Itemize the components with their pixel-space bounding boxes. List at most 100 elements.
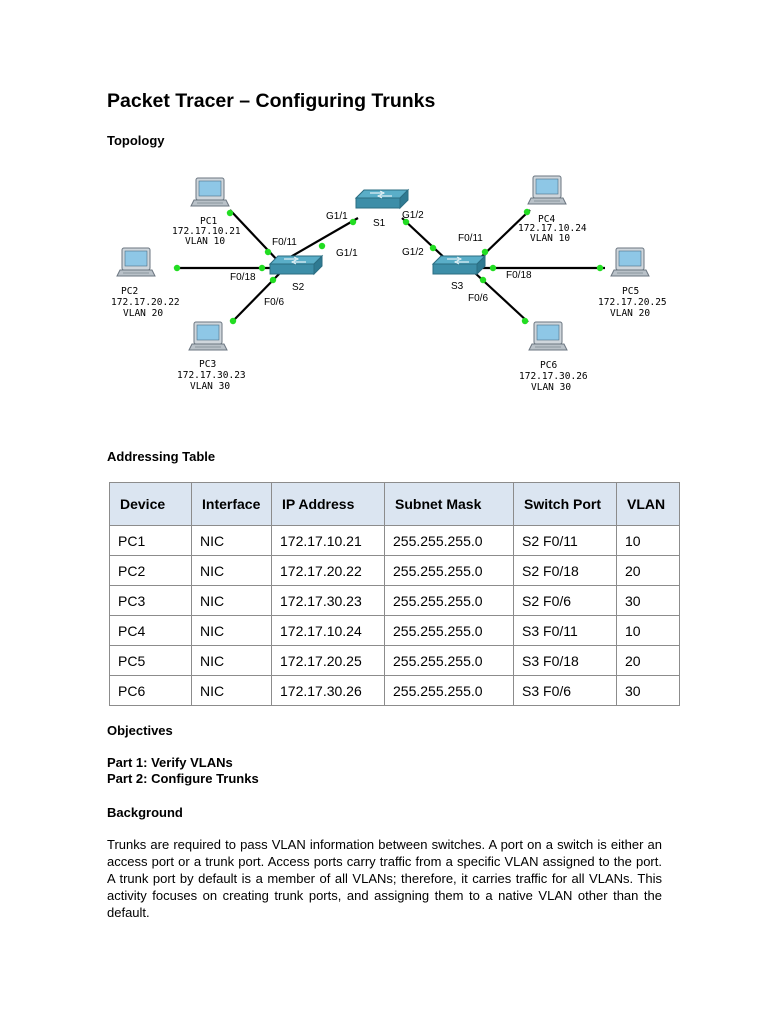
cell-subnet-mask: 255.255.255.0 <box>384 645 514 676</box>
port-label-s3-f06: F0/6 <box>468 293 488 304</box>
port-indicators <box>173 208 604 325</box>
column-header-switch-port: Switch Port <box>513 482 617 526</box>
cell-switch-port: S3 F0/6 <box>513 675 617 706</box>
document-title: Packet Tracer – Configuring Trunks <box>107 90 436 112</box>
objective-part-2: Part 2: Configure Trunks <box>107 771 259 786</box>
topology-heading: Topology <box>107 133 165 148</box>
column-header-interface: Interface <box>191 482 272 526</box>
link-pc1-s2 <box>229 209 281 264</box>
cell-interface: NIC <box>191 615 272 646</box>
cell-switch-port: S2 F0/6 <box>513 585 617 616</box>
cell-vlan: 30 <box>616 585 680 616</box>
table-row: PC3 NIC 172.17.30.23 255.255.255.0 S2 F0… <box>109 585 680 616</box>
cell-device: PC1 <box>109 525 192 556</box>
port-label-s2-f011: F0/11 <box>272 237 297 248</box>
pc6-vlan: VLAN 30 <box>531 382 571 393</box>
cell-vlan: 10 <box>616 615 680 646</box>
objective-part-1: Part 1: Verify VLANs <box>107 755 233 770</box>
port-label-s1-g11: G1/1 <box>326 211 348 222</box>
switch-s2-icon <box>269 255 323 275</box>
port-label-s3-f011: F0/11 <box>458 233 483 244</box>
cell-interface: NIC <box>191 525 272 556</box>
port-label-s2-g11: G1/1 <box>336 248 358 259</box>
link-pc4-s3 <box>474 209 531 264</box>
port-label-s1-g12: G1/2 <box>402 210 424 221</box>
column-header-subnet-mask: Subnet Mask <box>384 482 514 526</box>
table-row: PC6 NIC 172.17.30.26 255.255.255.0 S3 F0… <box>109 675 680 706</box>
pc2-ip: 172.17.20.22 <box>111 297 180 308</box>
table-header-row: Device Interface IP Address Subnet Mask … <box>109 482 680 526</box>
cell-ip-address: 172.17.30.23 <box>271 585 385 616</box>
background-paragraph: Trunks are required to pass VLAN informa… <box>107 837 662 920</box>
switch-s1-icon <box>355 189 409 209</box>
table-row: PC2 NIC 172.17.20.22 255.255.255.0 S2 F0… <box>109 555 680 586</box>
pc6-icon <box>528 321 568 351</box>
cell-subnet-mask: 255.255.255.0 <box>384 675 514 706</box>
topology-svg: S1 S2 S3 PC1 172.17.10.21 VLAN 10 PC2 17… <box>111 175 667 393</box>
port-label-s2-f06: F0/6 <box>264 297 284 308</box>
cell-ip-address: 172.17.20.25 <box>271 645 385 676</box>
pc4-vlan: VLAN 10 <box>530 233 570 244</box>
cell-switch-port: S2 F0/11 <box>513 525 617 556</box>
cell-ip-address: 172.17.20.22 <box>271 555 385 586</box>
pc4-name: PC4 <box>538 214 555 225</box>
pc4-ip: 172.17.10.24 <box>518 223 587 234</box>
pc2-icon <box>116 247 156 277</box>
pc6-ip: 172.17.30.26 <box>519 371 588 382</box>
pc1-vlan: VLAN 10 <box>185 236 225 247</box>
table-row: PC5 NIC 172.17.20.25 255.255.255.0 S3 F0… <box>109 645 680 676</box>
cell-ip-address: 172.17.10.24 <box>271 615 385 646</box>
pc5-name: PC5 <box>622 286 639 297</box>
cell-subnet-mask: 255.255.255.0 <box>384 615 514 646</box>
cell-subnet-mask: 255.255.255.0 <box>384 525 514 556</box>
cell-device: PC3 <box>109 585 192 616</box>
pc3-name: PC3 <box>199 359 216 370</box>
cell-interface: NIC <box>191 585 272 616</box>
background-heading: Background <box>107 805 183 820</box>
cell-device: PC2 <box>109 555 192 586</box>
column-header-vlan: VLAN <box>616 482 680 526</box>
port-label-s3-g12: G1/2 <box>402 247 424 258</box>
port-label-s3-f018: F0/18 <box>506 270 532 281</box>
cell-device: PC4 <box>109 615 192 646</box>
pc2-name: PC2 <box>121 286 138 297</box>
cell-device: PC5 <box>109 645 192 676</box>
port-label-s2-f018: F0/18 <box>230 272 256 283</box>
cell-interface: NIC <box>191 675 272 706</box>
pc4-icon <box>527 175 567 205</box>
pc1-name: PC1 <box>200 216 217 227</box>
cell-vlan: 10 <box>616 525 680 556</box>
pc5-vlan: VLAN 20 <box>610 308 650 319</box>
cell-subnet-mask: 255.255.255.0 <box>384 555 514 586</box>
cell-subnet-mask: 255.255.255.0 <box>384 585 514 616</box>
cell-switch-port: S3 F0/11 <box>513 615 617 646</box>
column-header-device: Device <box>109 482 192 526</box>
pc3-vlan: VLAN 30 <box>190 381 230 392</box>
cell-vlan: 20 <box>616 555 680 586</box>
switch-s3-label: S3 <box>451 281 464 292</box>
cell-device: PC6 <box>109 675 192 706</box>
pc5-ip: 172.17.20.25 <box>598 297 667 308</box>
switch-s1-label: S1 <box>373 218 386 229</box>
cell-switch-port: S2 F0/18 <box>513 555 617 586</box>
pc6-name: PC6 <box>540 360 557 371</box>
addressing-table: Device Interface IP Address Subnet Mask … <box>109 482 680 706</box>
cell-vlan: 20 <box>616 645 680 676</box>
table-row: PC1 NIC 172.17.10.21 255.255.255.0 S2 F0… <box>109 525 680 556</box>
pc3-ip: 172.17.30.23 <box>177 370 246 381</box>
objectives-heading: Objectives <box>107 723 173 738</box>
cell-interface: NIC <box>191 555 272 586</box>
table-row: PC4 NIC 172.17.10.24 255.255.255.0 S3 F0… <box>109 615 680 646</box>
pc1-ip: 172.17.10.21 <box>172 226 241 237</box>
cell-switch-port: S3 F0/18 <box>513 645 617 676</box>
switch-s3-icon <box>432 255 486 275</box>
cell-ip-address: 172.17.30.26 <box>271 675 385 706</box>
pc1-icon <box>190 177 230 207</box>
addressing-table-heading: Addressing Table <box>107 449 216 464</box>
pc3-icon <box>188 321 228 351</box>
pc5-icon <box>610 247 650 277</box>
topology-diagram: S1 S2 S3 PC1 172.17.10.21 VLAN 10 PC2 17… <box>100 170 667 400</box>
cell-interface: NIC <box>191 645 272 676</box>
pc2-vlan: VLAN 20 <box>123 308 163 319</box>
switch-s2-label: S2 <box>292 282 305 293</box>
